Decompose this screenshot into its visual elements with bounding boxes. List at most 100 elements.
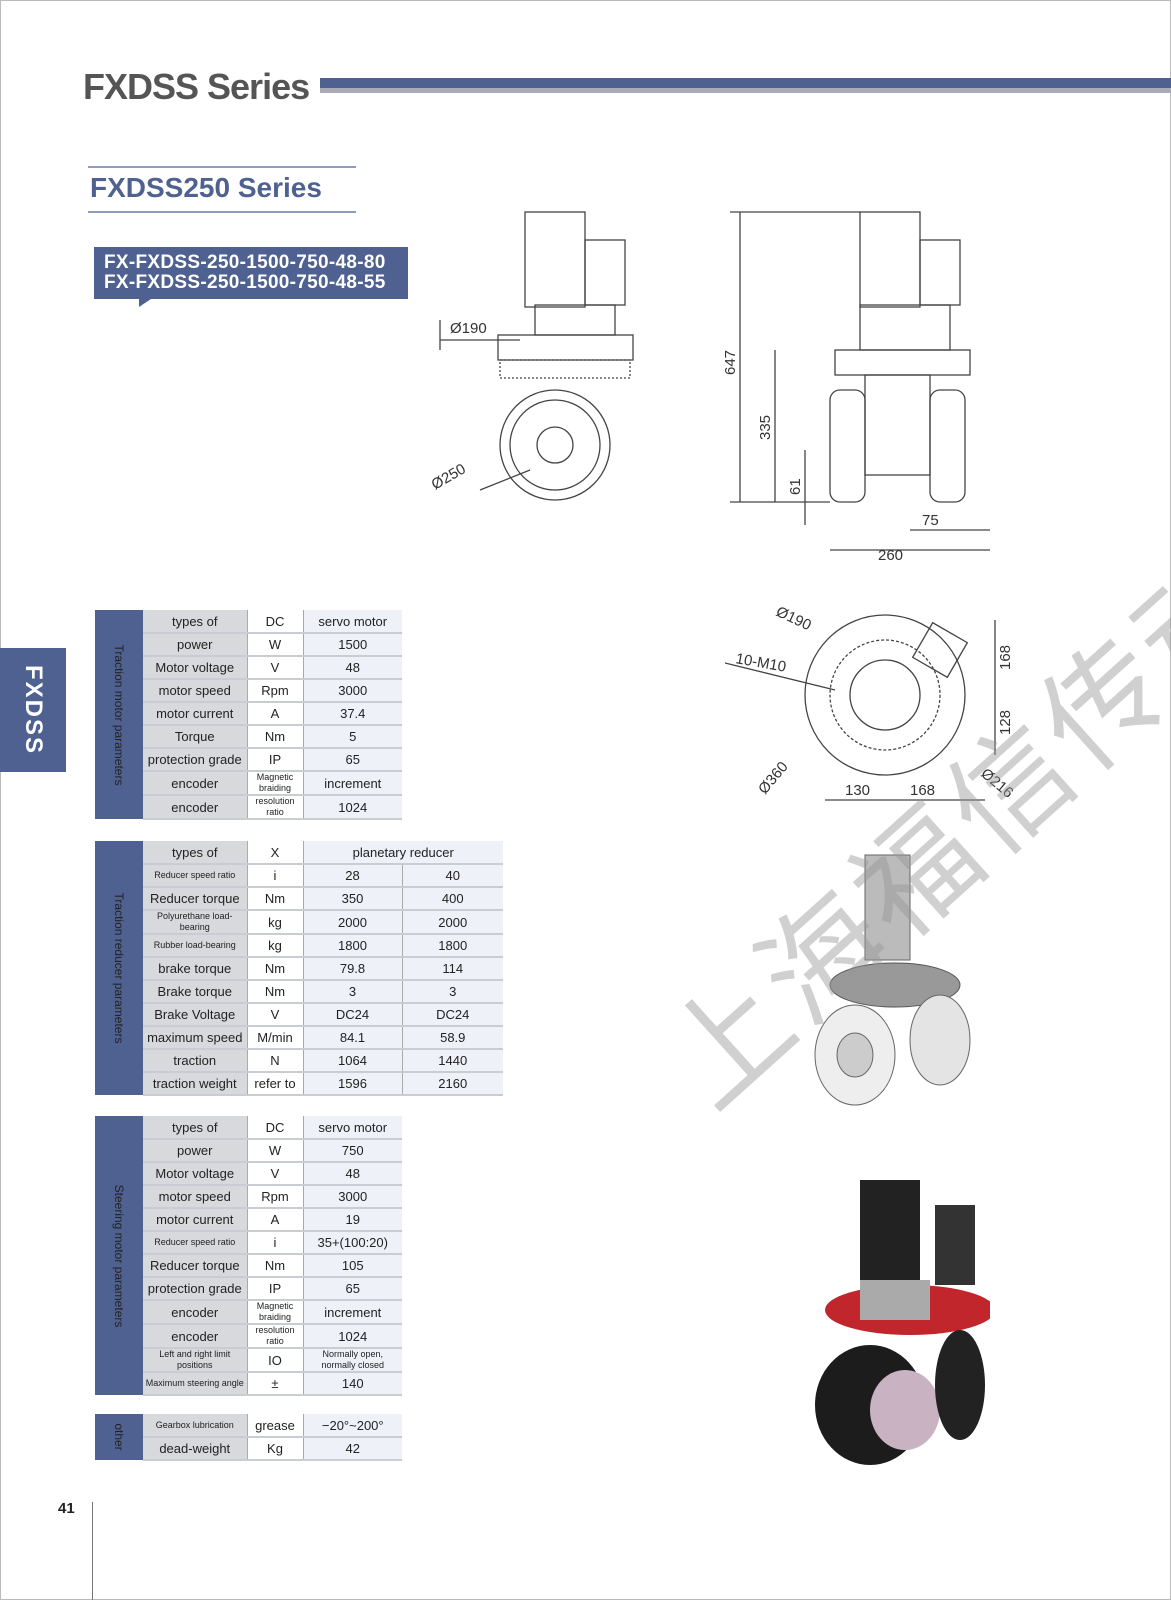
param-name: Maximum steering angle [143,1372,248,1396]
param-name: Reducer torque [143,1254,248,1278]
param-unit: V [247,1003,304,1027]
series-subtitle: FXDSS250 Series [88,166,356,213]
param-unit: Magnetic braiding [247,771,304,796]
param-value: 65 [303,748,402,772]
param-unit: Magnetic braiding [247,1300,304,1325]
dim-top-height-168: 168 [997,645,1014,670]
param-value: 42 [303,1437,402,1461]
param-name: Motor voltage [143,656,248,680]
param-value: 5 [303,725,402,749]
param-value: 1024 [303,795,402,820]
param-value: 35+(100:20) [303,1231,402,1255]
param-value: 750 [303,1139,402,1163]
param-value: 3 [303,980,402,1004]
dim-top-height-128: 128 [997,710,1014,735]
group-label-text: other [112,1423,126,1451]
param-unit: W [247,633,304,657]
dim-width-260: 260 [878,547,903,564]
param-name: Left and right limit positions [143,1348,248,1373]
param-unit: resolution ratio [247,1324,304,1349]
param-unit: kg [247,910,304,935]
dim-front-diameter-190: Ø190 [450,320,487,337]
param-value: servo motor [303,1116,402,1140]
dim-height-335: 335 [757,415,774,440]
dim-height-61: 61 [787,478,804,495]
param-unit: i [247,1231,304,1255]
model-badge: FX-FXDSS-250-1500-750-48-80 FX-FXDSS-250… [94,247,408,307]
param-unit: i [247,864,304,888]
top-view-drawing: Ø190 10-M10 168 128 Ø360 130 168 Ø216 [725,603,1016,802]
param-unit: A [247,702,304,726]
param-value-2: 40 [401,864,503,888]
group-label: Steering motor parameters [95,1116,143,1395]
param-name: Brake Voltage [143,1003,248,1027]
param-value: 28 [303,864,402,888]
param-value-2: 1800 [401,934,503,958]
param-unit: N [247,1049,304,1073]
param-name: types of [143,1116,248,1140]
page-number-rule [92,1502,93,1600]
param-value-2: 400 [401,887,503,911]
table-row: Maximum steering angle±140 [95,1372,402,1396]
param-value: 1024 [303,1324,402,1349]
param-unit: grease [247,1414,304,1438]
param-name: power [143,633,248,657]
param-value: 1064 [303,1049,402,1073]
param-value: increment [303,1300,402,1325]
param-name: traction [143,1049,248,1073]
group-label-text: Steering motor parameters [112,1184,126,1327]
param-value-2: 2160 [401,1072,503,1096]
param-name: encoder [143,795,248,820]
param-value: 1596 [303,1072,402,1096]
group-label: Traction reducer parameters [95,841,143,1095]
title-rule-shadow [320,88,1171,93]
param-unit: A [247,1208,304,1232]
param-unit: W [247,1139,304,1163]
param-unit: Rpm [247,679,304,703]
param-value: 105 [303,1254,402,1278]
dim-front-diameter-250: Ø250 [429,460,469,493]
param-name: motor current [143,1208,248,1232]
param-name: maximum speed [143,1026,248,1050]
param-unit: Kg [247,1437,304,1461]
product-render-color [815,1180,990,1465]
param-value: 48 [303,656,402,680]
dim-top-diameter-360: Ø360 [755,759,792,798]
param-value: 2000 [303,910,402,935]
page-title: FXDSS Series [83,66,310,107]
param-value: 3000 [303,679,402,703]
param-name: Brake torque [143,980,248,1004]
param-unit: kg [247,934,304,958]
param-name: Torque [143,725,248,749]
group-label-text: Traction reducer parameters [112,892,126,1044]
param-name: encoder [143,771,248,796]
param-value: 140 [303,1372,402,1396]
dim-top-width-168: 168 [910,782,935,799]
param-value: 1500 [303,633,402,657]
param-value: 19 [303,1208,402,1232]
param-name: types of [143,841,248,865]
param-unit: Nm [247,887,304,911]
param-name: Reducer speed ratio [143,864,248,888]
